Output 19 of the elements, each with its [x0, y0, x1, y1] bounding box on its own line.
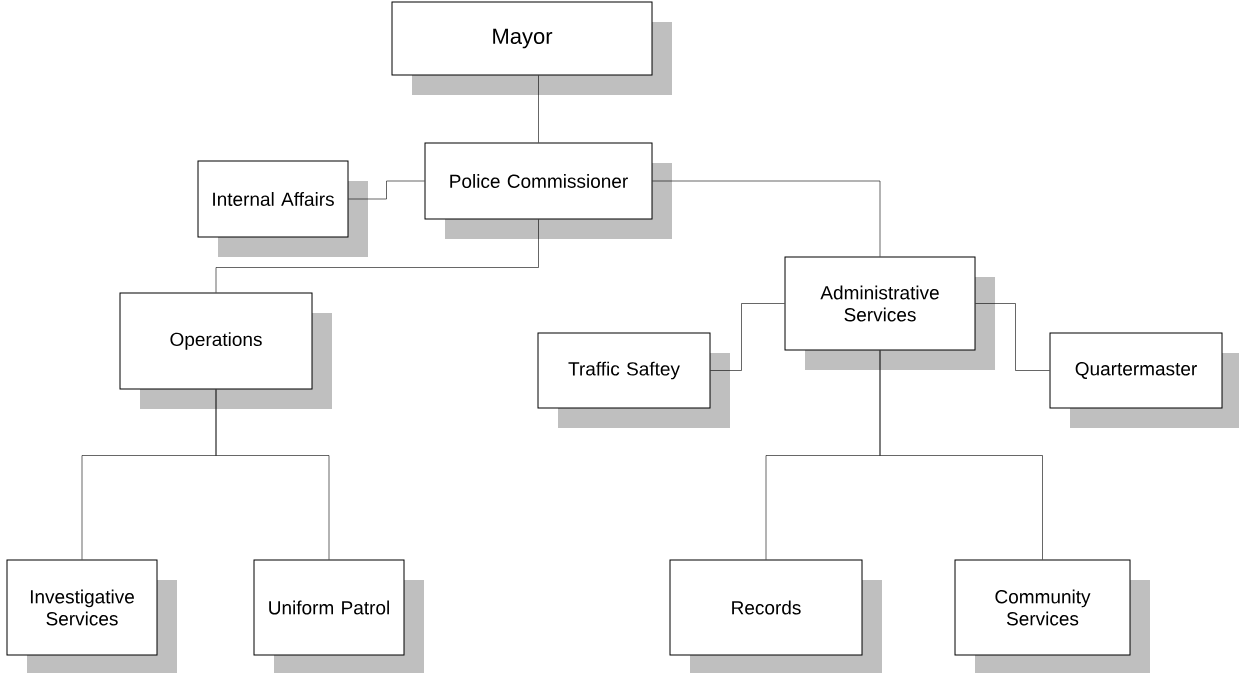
connector-line — [215, 219, 539, 293]
org-box: Mayor — [391, 1, 672, 95]
connector-line — [215, 389, 330, 560]
org-box: Investigative Services — [6, 559, 177, 673]
org-box: Records — [669, 559, 882, 673]
org-box: Administrative Services — [784, 256, 995, 370]
org-box: Quartermaster — [1049, 332, 1239, 428]
connector-line — [710, 303, 785, 371]
connector-line — [652, 180, 881, 257]
connector-line — [879, 350, 1043, 560]
org-box: Traffic Saftey — [537, 332, 730, 428]
org-box: Uniform Patrol — [253, 559, 424, 673]
org-box: Police Commissioner — [424, 142, 672, 239]
org-box: Community Services — [954, 559, 1150, 673]
org-box: Operations — [119, 292, 332, 409]
connector-line — [975, 303, 1050, 371]
connector-line — [538, 75, 539, 143]
connector-line — [348, 180, 425, 200]
org-box: Internal Affairs — [197, 160, 368, 257]
